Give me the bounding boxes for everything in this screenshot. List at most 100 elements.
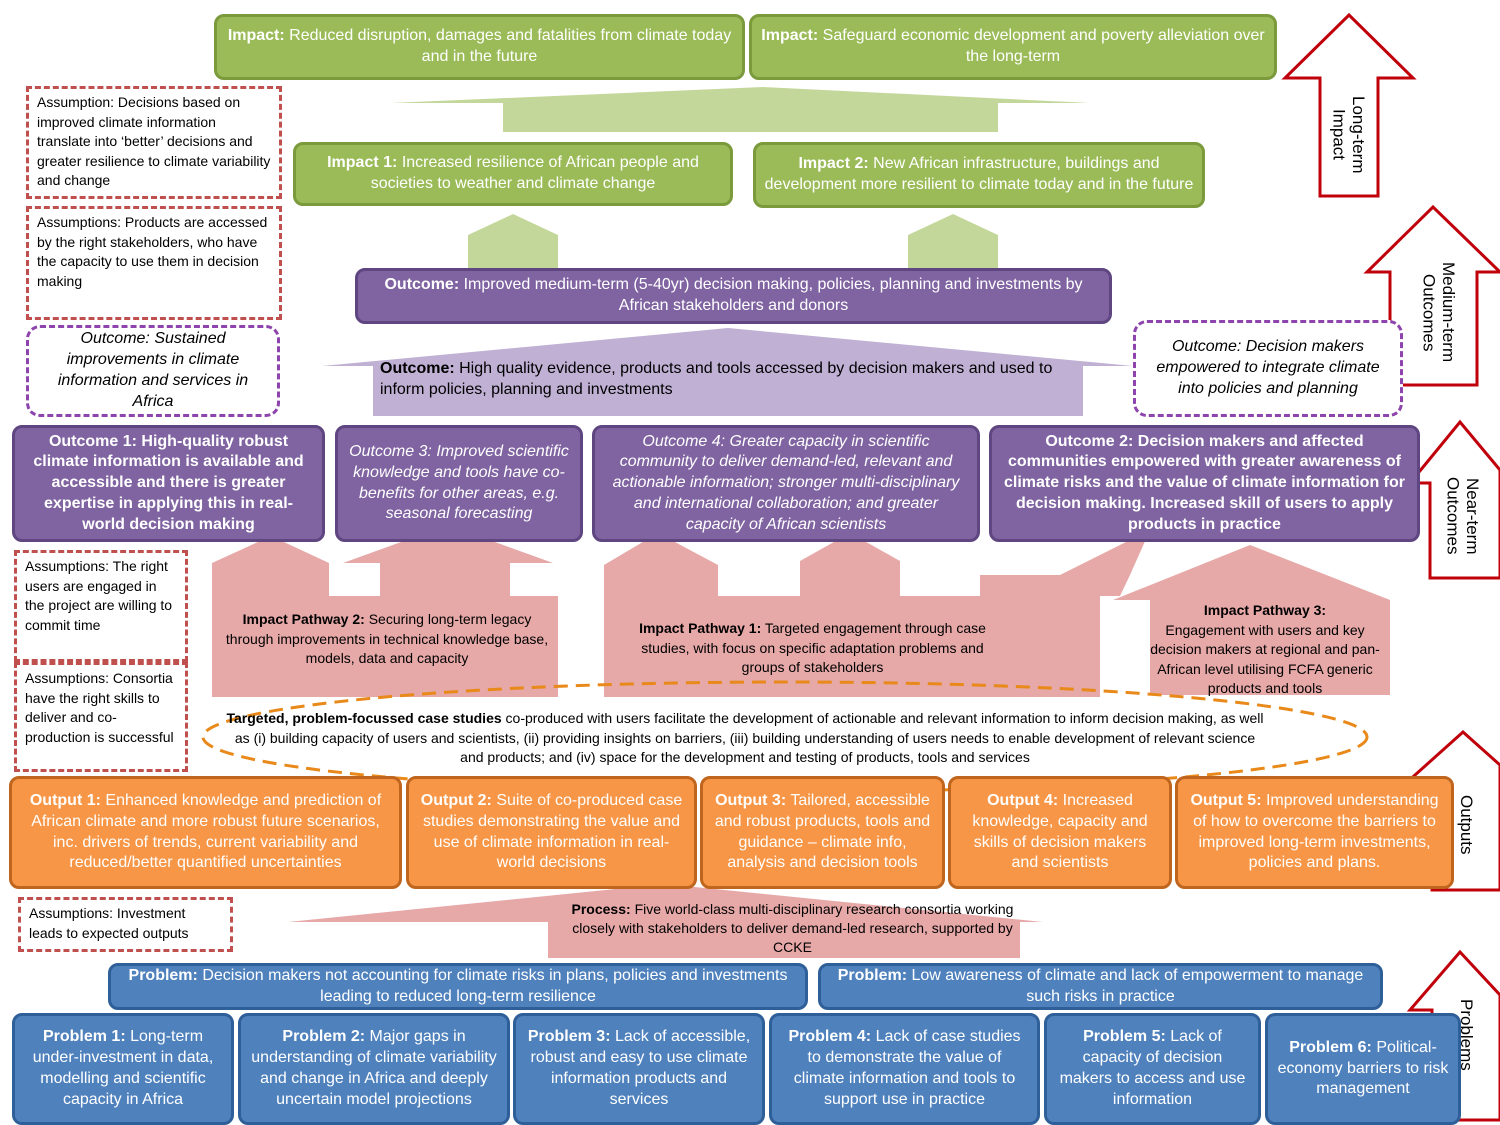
problem-6-text: Political-economy barriers to risk manag… bbox=[1277, 1038, 1449, 1098]
outcome-4: Outcome 4: Greater capacity in scientifi… bbox=[592, 425, 980, 542]
output-2-text: Suite of co-produced case studies demons… bbox=[422, 791, 683, 872]
outcome-4-text: Outcome 4: Greater capacity in scientifi… bbox=[612, 432, 960, 533]
label-long-term-impact: Long-term Impact bbox=[1329, 96, 1368, 174]
impact2-arrow bbox=[908, 214, 998, 268]
assumption-consortia-text: Assumptions: Consortia have the right sk… bbox=[25, 670, 174, 745]
case-studies-ellipse bbox=[201, 680, 1369, 794]
outcome-evidence-lead: Outcome: bbox=[380, 360, 455, 377]
pathway1-arrow bbox=[604, 530, 1150, 697]
impact-top-2-lead: Impact: bbox=[761, 27, 819, 45]
outcome-medium-term-text: Improved medium-term (5-40yr) decision m… bbox=[463, 276, 1083, 314]
problem-4: Problem 4: Lack of case studies to demon… bbox=[769, 1013, 1040, 1125]
problem-6: Problem 6: Political-economy barriers to… bbox=[1265, 1013, 1461, 1125]
problem-top-1-lead: Problem: bbox=[128, 966, 198, 984]
long-term-impact-arrow bbox=[1281, 12, 1417, 198]
problem-3: Problem 3: Lack of accessible, robust an… bbox=[513, 1013, 765, 1125]
impact-1-lead: Impact 1: bbox=[327, 154, 398, 172]
problem-1-lead: Problem 1: bbox=[42, 1028, 126, 1046]
label-problems: Problems bbox=[1457, 999, 1476, 1071]
output-5-lead: Output 5: bbox=[1190, 791, 1262, 809]
impact-2-text: New African infrastructure, buildings an… bbox=[764, 155, 1194, 193]
outcome-evidence: Outcome: High quality evidence, products… bbox=[380, 359, 1080, 401]
output-4: Output 4: Increased knowledge, capacity … bbox=[948, 776, 1172, 889]
outcome-1: Outcome 1: High-quality robust climate i… bbox=[12, 425, 325, 542]
assumption-decisions-text: Assumption: Decisions based on improved … bbox=[37, 94, 271, 189]
assumption-investment: Assumptions: Investment leads to expecte… bbox=[18, 897, 233, 952]
problem-1: Problem 1: Long-term under-investment in… bbox=[12, 1013, 234, 1125]
label-outputs: Outputs bbox=[1457, 795, 1476, 855]
label-near-term-outcomes: Near-term Outcomes bbox=[1443, 477, 1482, 555]
process-arrow bbox=[288, 884, 1043, 958]
output-4-lead: Output 4: bbox=[987, 791, 1059, 809]
assumption-consortia: Assumptions: Consortia have the right sk… bbox=[14, 662, 188, 772]
impact-pathway-1: Impact Pathway 1: Targeted engagement th… bbox=[630, 619, 995, 678]
outcome-2: Outcome 2: Decision makers and affected … bbox=[989, 425, 1420, 542]
problem-2-text: Major gaps in understanding of climate v… bbox=[251, 1028, 497, 1108]
output-3: Output 3: Tailored, accessible and robus… bbox=[700, 776, 945, 889]
outcome-empowered: Outcome: Decision makers empowered to in… bbox=[1133, 320, 1403, 417]
outcome-empowered-text: Outcome: Decision makers empowered to in… bbox=[1156, 338, 1380, 397]
assumption-users-text: Assumptions: The right users are engaged… bbox=[25, 558, 173, 633]
outcome-3: Outcome 3: Improved scientific knowledge… bbox=[335, 425, 583, 542]
problem-top-2-text: Low awareness of climate and lack of emp… bbox=[911, 966, 1364, 1005]
output-3-text: Tailored, accessible and robust products… bbox=[714, 791, 931, 872]
problem-3-lead: Problem 3: bbox=[527, 1028, 611, 1046]
impact-pathway-3-lead: Impact Pathway 3: bbox=[1203, 602, 1327, 618]
near-term-arrow bbox=[1406, 419, 1500, 580]
assumption-users: Assumptions: The right users are engaged… bbox=[14, 550, 188, 662]
output-2: Output 2: Suite of co-produced case stud… bbox=[406, 776, 697, 889]
problem-top-2: Problem: Low awareness of climate and la… bbox=[818, 963, 1383, 1010]
impact-chevron-arrow bbox=[390, 87, 1090, 132]
pathway2-arrow bbox=[212, 525, 558, 697]
problem-4-text: Lack of case studies to demonstrate the … bbox=[793, 1028, 1021, 1108]
impact1-arrow bbox=[468, 214, 558, 268]
output-1: Output 1: Enhanced knowledge and predict… bbox=[9, 776, 402, 889]
impact-pathway-2: Impact Pathway 2: Securing long-term leg… bbox=[222, 610, 552, 669]
problem-4-lead: Problem 4: bbox=[788, 1028, 872, 1046]
problem-top-2-lead: Problem: bbox=[837, 966, 908, 984]
impact-top-2-text: Safeguard economic development and pover… bbox=[822, 27, 1265, 65]
output-1-text: Enhanced knowledge and prediction of Afr… bbox=[31, 791, 382, 872]
output-5: Output 5: Improved understanding of how … bbox=[1175, 776, 1454, 889]
impact-pathway-2-lead: Impact Pathway 2: bbox=[242, 611, 365, 627]
outcome-1-text: Outcome 1: High-quality robust climate i… bbox=[33, 432, 304, 533]
problem-2: Problem 2: Major gaps in understanding o… bbox=[238, 1013, 510, 1125]
impact-1-text: Increased resilience of African people a… bbox=[370, 154, 699, 192]
impact-2-lead: Impact 2: bbox=[798, 155, 869, 173]
impact-top-1-text: Reduced disruption, damages and fataliti… bbox=[289, 27, 732, 65]
problem-1-text: Long-term under-investment in data, mode… bbox=[32, 1028, 214, 1108]
assumption-products-text: Assumptions: Products are accessed by th… bbox=[37, 214, 268, 289]
impact-pathway-1-lead: Impact Pathway 1: bbox=[639, 620, 762, 636]
outcome-medium-term-lead: Outcome: bbox=[384, 276, 460, 294]
problem-top-1-text: Decision makers not accounting for clima… bbox=[202, 966, 788, 1005]
pathway3-arrow bbox=[1113, 545, 1390, 695]
process-text: Five world-class multi-disciplinary rese… bbox=[572, 901, 1014, 955]
case-studies: Targeted, problem-focussed case studies … bbox=[225, 709, 1265, 768]
impact-2: Impact 2: New African infrastructure, bu… bbox=[753, 142, 1205, 208]
evidence-outcome-arrow bbox=[322, 328, 1133, 416]
problem-3-text: Lack of accessible, robust and easy to u… bbox=[530, 1028, 751, 1108]
output-5-text: Improved understanding of how to overcom… bbox=[1193, 791, 1439, 872]
outcome-evidence-text: High quality evidence, products and tool… bbox=[380, 360, 1053, 398]
outcome-sustained: Outcome: Sustained improvements in clima… bbox=[26, 325, 280, 417]
process-lead: Process: bbox=[571, 901, 631, 917]
problem-5: Problem 5: Lack of capacity of decision … bbox=[1044, 1013, 1261, 1125]
outcome-sustained-text: Outcome: Sustained improvements in clima… bbox=[57, 330, 249, 410]
outcome-2-text: Outcome 2: Decision makers and affected … bbox=[1004, 432, 1405, 533]
output-1-lead: Output 1: bbox=[29, 791, 101, 809]
output-3-lead: Output 3: bbox=[715, 791, 787, 809]
assumption-decisions: Assumption: Decisions based on improved … bbox=[26, 86, 282, 199]
outcome-3-text: Outcome 3: Improved scientific knowledge… bbox=[349, 442, 569, 523]
output-2-lead: Output 2: bbox=[420, 791, 492, 809]
assumption-products: Assumptions: Products are accessed by th… bbox=[26, 206, 282, 320]
process: Process: Five world-class multi-discipli… bbox=[555, 900, 1030, 957]
problem-5-text: Lack of capacity of decision makers to a… bbox=[1059, 1028, 1246, 1108]
impact-pathway-1-text: Targeted engagement through case studies… bbox=[641, 620, 986, 676]
impact-pathway-3: Impact Pathway 3: Engagement with users … bbox=[1150, 601, 1380, 699]
impact-top-2: Impact: Safeguard economic development a… bbox=[749, 14, 1277, 80]
problem-6-lead: Problem 6: bbox=[1289, 1038, 1372, 1056]
impact-1: Impact 1: Increased resilience of Africa… bbox=[293, 142, 733, 206]
problem-top-1: Problem: Decision makers not accounting … bbox=[108, 963, 808, 1010]
problem-5-lead: Problem 5: bbox=[1083, 1028, 1166, 1046]
